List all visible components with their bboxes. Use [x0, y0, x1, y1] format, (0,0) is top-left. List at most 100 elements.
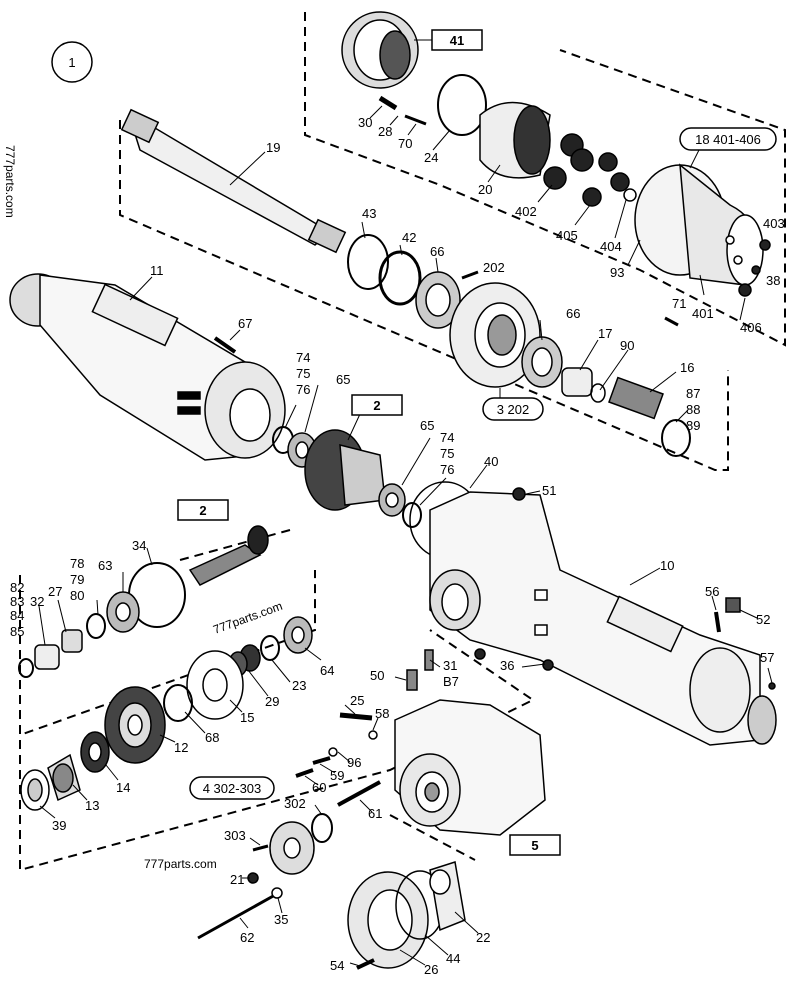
label-20: 20: [478, 182, 492, 197]
part-67-bolt: [213, 336, 237, 354]
label-19: 19: [266, 140, 280, 155]
label-76-a: 76: [296, 382, 310, 397]
label-B7: B7: [443, 674, 459, 689]
label-76-b: 76: [440, 462, 454, 477]
oval-callout-4: 4 302-303: [189, 776, 275, 800]
part-38-bolt: [751, 265, 761, 275]
label-30: 30: [358, 115, 372, 130]
label-403: 403: [763, 216, 785, 231]
part-number-labels: 30 28 70 24 20 402 405 404 93 403 38 401…: [10, 115, 785, 977]
label-52: 52: [756, 612, 770, 627]
watermark-side: 777parts.com: [3, 145, 17, 218]
label-38: 38: [766, 273, 780, 288]
label-23: 23: [292, 678, 306, 693]
part-202-bolt: [461, 270, 479, 280]
part-12-gear: [104, 686, 166, 764]
part-62-rod: [197, 893, 276, 940]
part-403-bolt: [759, 239, 771, 251]
part-66-bearing-a: [415, 271, 461, 329]
part-82-washer: [18, 658, 34, 678]
part-87-oring: [661, 419, 691, 457]
part-61-bolt: [337, 780, 381, 807]
part-27-spacer: [61, 629, 83, 653]
part-60-screw: [295, 768, 314, 778]
label-63: 63: [98, 558, 112, 573]
part-39-seal: [20, 769, 50, 811]
part-58-ball: [368, 730, 378, 740]
part-drawings: [9, 11, 777, 970]
watermark-bottom: 777parts.com: [144, 857, 217, 871]
label-303: 303: [224, 828, 246, 843]
label-10: 10: [660, 558, 674, 573]
part-pinion-shaft: [188, 525, 269, 586]
label-58: 58: [375, 706, 389, 721]
label-40: 40: [484, 454, 498, 469]
label-75-b: 75: [440, 446, 454, 461]
label-65-b: 65: [420, 418, 434, 433]
label-34: 34: [132, 538, 146, 553]
label-14: 14: [116, 780, 130, 795]
label-79: 79: [70, 572, 84, 587]
label-90: 90: [620, 338, 634, 353]
label-62: 62: [240, 930, 254, 945]
part-36-plug: [542, 659, 554, 671]
outline-gear-group: [19, 570, 316, 737]
part-23-ring: [260, 635, 280, 661]
part-30-pin: [378, 95, 427, 126]
part-41-hub: [341, 11, 419, 89]
part-18-planet-carrier: [634, 163, 764, 286]
label-405: 405: [556, 228, 578, 243]
label-39: 39: [52, 818, 66, 833]
part-54-bolt: [356, 958, 375, 970]
label-57: 57: [760, 650, 774, 665]
label-96: 96: [347, 755, 361, 770]
part-3-hub-flange: [449, 282, 541, 388]
label-27: 27: [48, 584, 62, 599]
part-36-plug-b: [474, 648, 486, 660]
part-50-sensor: [406, 669, 418, 691]
label-82: 82: [10, 580, 24, 595]
label-93: 93: [610, 265, 624, 280]
figure-number: 1: [68, 55, 75, 70]
label-43: 43: [362, 206, 376, 221]
label-61: 61: [368, 806, 382, 821]
part-406-plug: [738, 283, 752, 297]
label-71: 71: [672, 296, 686, 311]
outline-bottom-group: [389, 814, 476, 861]
part-25-pin: [339, 712, 373, 721]
label-60: 60: [312, 780, 326, 795]
label-16: 16: [680, 360, 694, 375]
label-75-a: 75: [296, 366, 310, 381]
part-63-bearing: [106, 591, 140, 633]
label-89: 89: [686, 418, 700, 433]
label-54: 54: [330, 958, 344, 973]
part-402-planet-gears: [543, 133, 637, 207]
label-17: 17: [598, 326, 612, 341]
label-88: 88: [686, 402, 700, 417]
part-29-bearing: [228, 644, 261, 677]
boxed-callout-2-lower: 2: [177, 499, 229, 521]
part-56-screw: [714, 611, 721, 633]
label-24: 24: [424, 150, 438, 165]
part-64-bearing: [283, 616, 313, 654]
label-15: 15: [240, 710, 254, 725]
label-64: 64: [320, 663, 334, 678]
part-15-thrust-washer: [186, 650, 244, 720]
part-22-sleeve: [429, 861, 466, 932]
part-42-ring: [378, 250, 422, 306]
label-22: 22: [476, 930, 490, 945]
label-74-a: 74: [296, 350, 310, 365]
part-2-differential: [304, 429, 386, 511]
label-50: 50: [370, 668, 384, 683]
oval-callout-3: 3 202: [482, 397, 544, 421]
dashed-group-outlines: [19, 12, 786, 872]
part-14-bearing: [80, 731, 110, 773]
part-35-nut: [271, 887, 283, 899]
watermark-center: 777parts.com: [211, 599, 284, 637]
part-31-switch: [424, 649, 434, 671]
label-56: 56: [705, 584, 719, 599]
part-78-shim: [86, 613, 106, 639]
label-66-a: 66: [430, 244, 444, 259]
label-21: 21: [230, 872, 244, 887]
label-59: 59: [330, 768, 344, 783]
